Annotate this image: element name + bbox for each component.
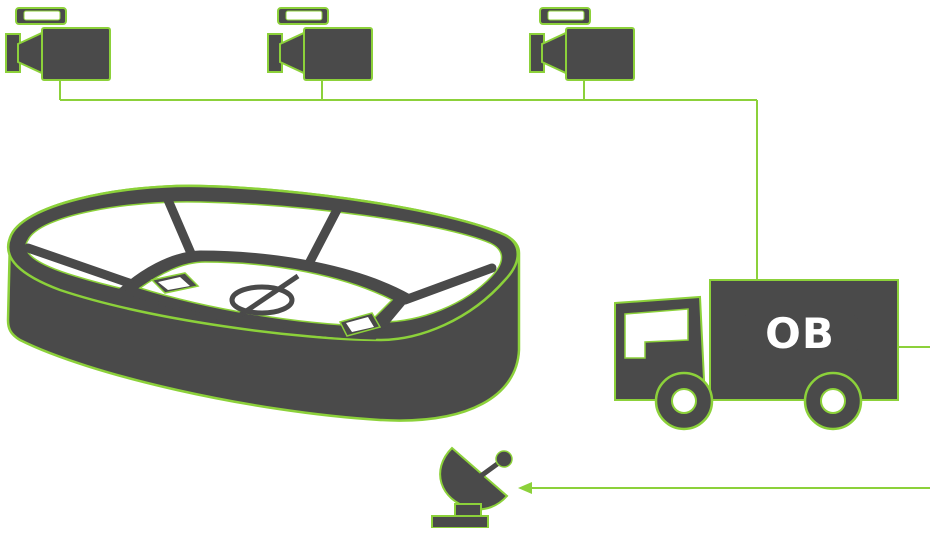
satellite-dish-icon [432,448,512,528]
uplink-arrow [518,482,930,494]
video-camera-icon [268,8,372,80]
stadium-icon [8,186,519,421]
video-camera-icon [6,8,110,80]
ob-truck-label: OB [735,312,865,356]
video-camera-icon [530,8,634,80]
